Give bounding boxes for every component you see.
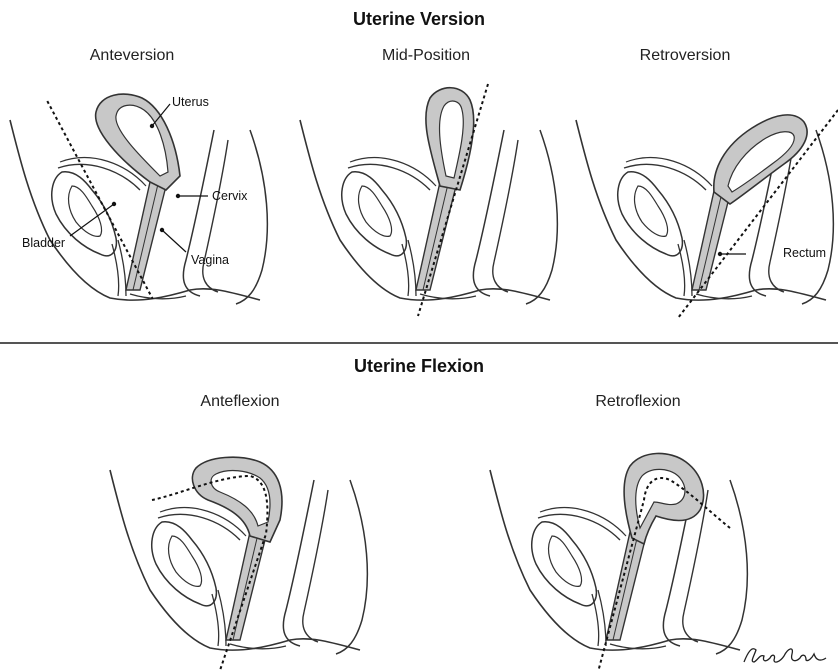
bladder-label: Bladder [22, 236, 65, 250]
rectum-label: Rectum [783, 246, 826, 260]
artist-signature [740, 640, 830, 668]
uterus-label: Uterus [172, 95, 209, 109]
vagina-label: Vagina [191, 253, 229, 267]
retroversion-diagram [576, 110, 838, 318]
mid-position-diagram [300, 84, 557, 316]
cervix-label: Cervix [212, 189, 247, 203]
anteflexion-diagram [110, 457, 367, 670]
retroflexion-diagram [490, 453, 747, 670]
